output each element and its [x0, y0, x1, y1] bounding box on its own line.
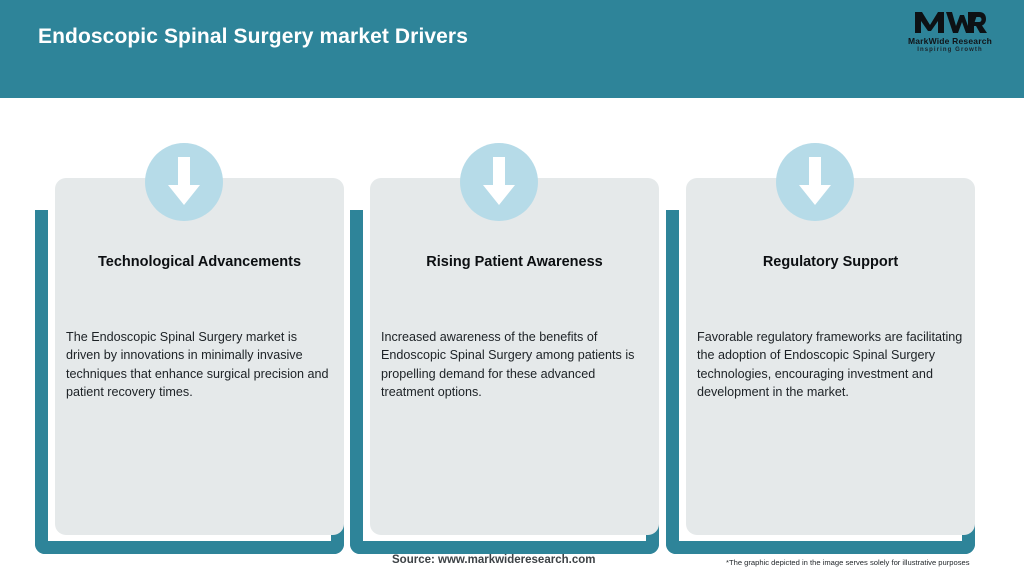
- header-bar: Endoscopic Spinal Surgery market Drivers…: [0, 0, 1024, 98]
- card-title-1: Technological Advancements: [97, 254, 302, 270]
- card-body-3: Favorable regulatory frameworks are faci…: [697, 330, 963, 399]
- down-arrow-glyph: [799, 157, 831, 205]
- card-panel-1: Technological Advancements The Endoscopi…: [55, 178, 344, 535]
- driver-card-3[interactable]: Regulatory Support Favorable regulatory …: [666, 143, 975, 554]
- down-arrow-icon-3: [776, 143, 854, 221]
- driver-card-2[interactable]: Rising Patient Awareness Increased aware…: [350, 143, 659, 554]
- disclaimer-note: *The graphic depicted in the image serve…: [726, 558, 970, 567]
- card-panel-3: Regulatory Support Favorable regulatory …: [686, 178, 975, 535]
- brand-logo: MarkWide Research Inspiring Growth: [894, 9, 1006, 59]
- source-label: Source: www.markwideresearch.com: [392, 554, 596, 566]
- card-body-1: The Endoscopic Spinal Surgery market is …: [66, 330, 329, 399]
- page-title: Endoscopic Spinal Surgery market Drivers: [38, 25, 468, 48]
- card-panel-2: Rising Patient Awareness Increased aware…: [370, 178, 659, 535]
- down-arrow-glyph: [483, 157, 515, 205]
- down-arrow-icon-1: [145, 143, 223, 221]
- mwr-logomark-icon: [915, 12, 987, 33]
- logo-tagline: Inspiring Growth: [917, 47, 983, 53]
- card-title-3: Regulatory Support: [762, 254, 899, 270]
- down-arrow-glyph: [168, 157, 200, 205]
- down-arrow-icon-2: [460, 143, 538, 221]
- logo-company-name: MarkWide Research: [907, 36, 993, 46]
- driver-card-1[interactable]: Technological Advancements The Endoscopi…: [35, 143, 344, 554]
- card-body-2: Increased awareness of the benefits of E…: [381, 330, 635, 399]
- card-title-2: Rising Patient Awareness: [426, 254, 603, 270]
